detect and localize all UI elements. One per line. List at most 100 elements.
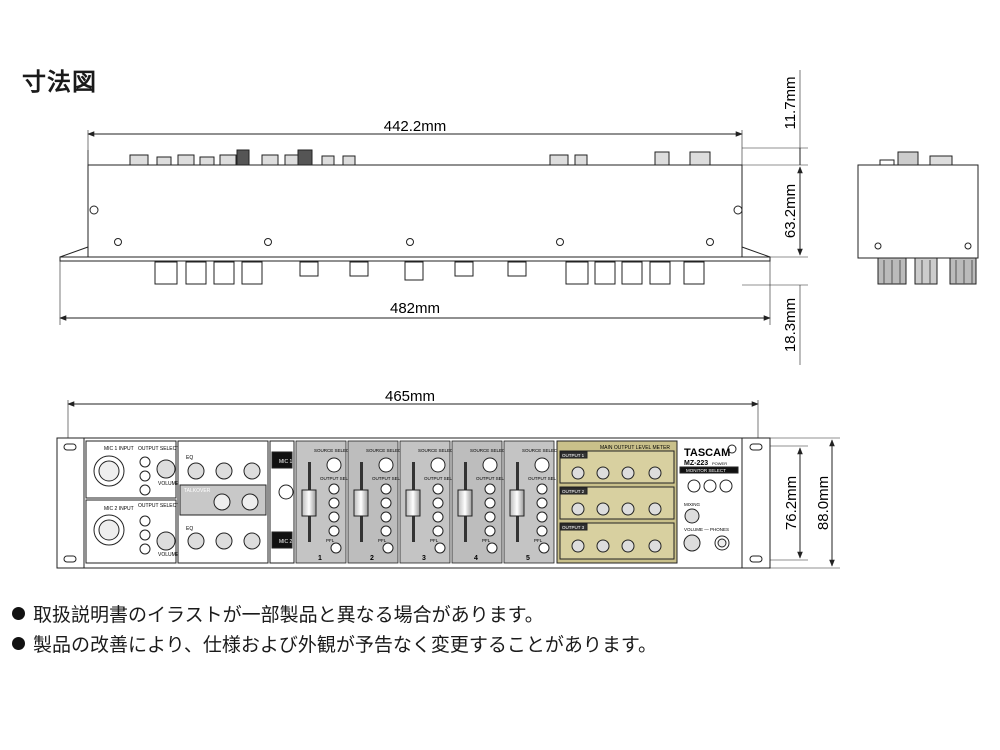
- fader-knob[interactable]: [353, 489, 369, 517]
- mic-section: [85, 440, 177, 564]
- fader-knob[interactable]: [301, 489, 317, 517]
- fader-knob[interactable]: [405, 489, 421, 517]
- output-section: [556, 440, 678, 564]
- front-knobs: [154, 261, 705, 285]
- channel-button[interactable]: [380, 497, 392, 509]
- label-output-sel: OUTPUT SEL: [372, 476, 401, 481]
- channel-button[interactable]: [328, 525, 340, 537]
- page-title: 寸法図: [22, 68, 97, 96]
- label-source-select: SOURCE SELECT: [366, 448, 404, 453]
- channel-button[interactable]: [430, 457, 446, 473]
- label-pfl: PFL: [534, 538, 543, 543]
- label-output-select-2: OUTPUT SELECT: [138, 503, 179, 509]
- channel-button[interactable]: [328, 511, 340, 523]
- label-source-select: SOURCE SELECT: [418, 448, 456, 453]
- mic-buttons: [269, 440, 295, 564]
- channel-button[interactable]: [432, 511, 444, 523]
- label-source-select: SOURCE SELECT: [314, 448, 352, 453]
- channel-button[interactable]: [536, 511, 548, 523]
- dim-front-height-inner: 76.2mm: [783, 476, 800, 530]
- channel-button[interactable]: [432, 483, 444, 495]
- dim-front-height-total: 88.0mm: [815, 476, 832, 530]
- label-meter-title: MAIN OUTPUT LEVEL METER: [600, 445, 670, 451]
- bullet-icon: [12, 607, 25, 620]
- pfl-button[interactable]: [434, 542, 446, 554]
- label-pfl: PFL: [326, 538, 335, 543]
- dim-width-rack: 482mm: [390, 300, 440, 317]
- top-connectors: [129, 149, 711, 166]
- channel-button[interactable]: [326, 457, 342, 473]
- dim-top-depth: 11.7mm: [782, 76, 799, 129]
- channel-button[interactable]: [378, 457, 394, 473]
- front-panel: 465mm 76.2mm 88.0mm MIC 1 INPUT: [56, 388, 840, 569]
- label-mic2-input: MIC 2 INPUT: [104, 506, 134, 512]
- label-pfl: PFL: [430, 538, 439, 543]
- eq-section: [177, 440, 269, 564]
- pfl-button[interactable]: [486, 542, 498, 554]
- channel-strip-1: SOURCE SELECT OUTPUT SEL PFL 1: [295, 440, 352, 564]
- channel-button[interactable]: [484, 525, 496, 537]
- label-mic2: MIC 2: [279, 539, 293, 545]
- label-mixing: MIXING: [684, 502, 701, 507]
- label-output-sel: OUTPUT SEL: [476, 476, 505, 481]
- top-dimensions: [59, 70, 808, 365]
- channel-button[interactable]: [380, 525, 392, 537]
- channel-button[interactable]: [536, 483, 548, 495]
- channel-number: 2: [370, 555, 374, 562]
- pfl-button[interactable]: [382, 542, 394, 554]
- label-eq-1: EQ: [186, 455, 193, 461]
- channel-button[interactable]: [534, 457, 550, 473]
- dim-front-width: 465mm: [385, 388, 435, 405]
- channel-button[interactable]: [328, 497, 340, 509]
- channel-button[interactable]: [536, 497, 548, 509]
- bullet-icon: [12, 637, 25, 650]
- channel-number: 1: [318, 555, 322, 562]
- label-pfl: PFL: [482, 538, 491, 543]
- label-monitor-select: MONITOR SELECT: [686, 468, 726, 473]
- channel-button[interactable]: [484, 497, 496, 509]
- note-1: 取扱説明書のイラストが一部製品と異なる場合があります。: [12, 600, 544, 627]
- top-view: [59, 149, 771, 285]
- channel-number: 5: [526, 555, 530, 562]
- note-2-text: 製品の改善により、仕様および外観が予告なく変更することがあります。: [33, 634, 657, 656]
- channel-button[interactable]: [328, 483, 340, 495]
- channel-button[interactable]: [432, 525, 444, 537]
- pfl-button[interactable]: [538, 542, 550, 554]
- channel-button[interactable]: [482, 457, 498, 473]
- side-view: [857, 151, 979, 285]
- label-mic1: MIC 1: [279, 459, 293, 465]
- label-output-sel: OUTPUT SEL: [320, 476, 349, 481]
- channel-button[interactable]: [484, 483, 496, 495]
- channel-button[interactable]: [536, 525, 548, 537]
- channel-button[interactable]: [484, 511, 496, 523]
- brand-section: [679, 444, 739, 552]
- label-output-sel: OUTPUT SEL: [528, 476, 557, 481]
- dim-width-body: 442.2mm: [384, 118, 447, 135]
- label-phones: VOLUME — PHONES: [684, 527, 729, 532]
- note-2: 製品の改善により、仕様および外観が予告なく変更することがあります。: [12, 630, 657, 657]
- channel-number: 3: [422, 555, 426, 562]
- channel-number: 4: [474, 555, 478, 562]
- label-volume-1: VOLUME: [158, 481, 180, 487]
- label-output-select-1: OUTPUT SELECT: [138, 446, 179, 452]
- fader-knob[interactable]: [509, 489, 525, 517]
- label-output-sel: OUTPUT SEL: [424, 476, 453, 481]
- label-output-2: OUTPUT 2: [562, 489, 585, 494]
- channel-button[interactable]: [432, 497, 444, 509]
- channel-strip-3: SOURCE SELECT OUTPUT SEL PFL 3: [399, 440, 456, 564]
- channel-button[interactable]: [380, 483, 392, 495]
- pfl-button[interactable]: [330, 542, 342, 554]
- model-name: MZ-223: [684, 460, 708, 467]
- fader-knob[interactable]: [457, 489, 473, 517]
- channel-button[interactable]: [380, 511, 392, 523]
- dim-bottom-depth: 18.3mm: [782, 298, 799, 352]
- label-power: POWER: [712, 461, 727, 466]
- label-volume-2: VOLUME: [158, 552, 180, 558]
- label-mic1-input: MIC 1 INPUT: [104, 446, 134, 452]
